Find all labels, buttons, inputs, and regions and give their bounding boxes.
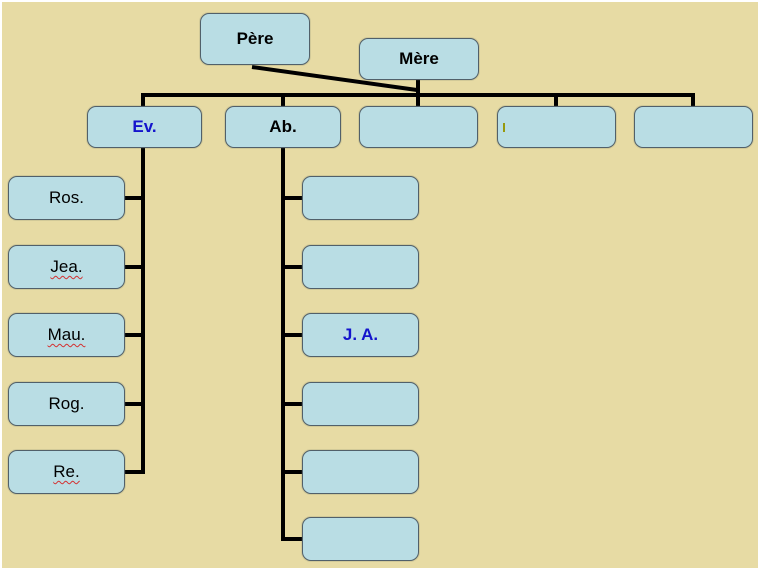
node-ev[interactable]: Ev.: [87, 106, 202, 148]
node-ja[interactable]: J. A.: [302, 313, 419, 357]
node-ab-child-1[interactable]: [302, 176, 419, 220]
node-label: Père: [236, 29, 274, 48]
node-ab-child-6[interactable]: [302, 517, 419, 561]
node-label: Jea.: [50, 257, 83, 276]
node-pere[interactable]: Père: [200, 13, 310, 65]
node-label: Ev.: [132, 117, 157, 136]
node-gen2-empty-1[interactable]: [359, 106, 478, 148]
node-label: J. A.: [342, 325, 379, 344]
node-label: Rog.: [48, 394, 85, 413]
node-label: Ab.: [269, 117, 297, 136]
node-ab-child-5[interactable]: [302, 450, 419, 494]
node-mau[interactable]: Mau.: [8, 313, 125, 357]
node-mere[interactable]: Mère: [359, 38, 479, 80]
node-label: Re.: [53, 462, 80, 481]
node-label: Ros.: [49, 188, 84, 207]
node-ab[interactable]: Ab.: [225, 106, 341, 148]
node-label: Mère: [399, 49, 439, 68]
node-re[interactable]: Re.: [8, 450, 125, 494]
pere-diagonal-connector: [251, 65, 418, 92]
node-label: Mau.: [47, 325, 86, 344]
node-ros[interactable]: Ros.: [8, 176, 125, 220]
text-cursor: [503, 123, 505, 132]
node-jea[interactable]: Jea.: [8, 245, 125, 289]
node-ab-child-2[interactable]: [302, 245, 419, 289]
node-gen2-empty-3[interactable]: [634, 106, 753, 148]
node-gen2-empty-2[interactable]: [497, 106, 616, 148]
node-ab-child-4[interactable]: [302, 382, 419, 426]
node-rog[interactable]: Rog.: [8, 382, 125, 426]
